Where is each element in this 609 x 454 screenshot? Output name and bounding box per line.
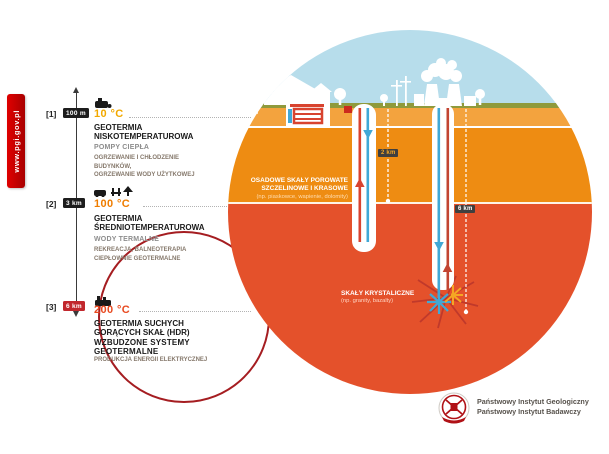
section-subtitle: POMPY CIEPŁA xyxy=(94,144,150,151)
section-subtitle: WZBUDZONE SYSTEMY GEOTERMALNE xyxy=(94,338,190,357)
power-plant-icon xyxy=(94,293,114,311)
sedimentary-layer xyxy=(228,128,592,204)
depth-badge: 100 m xyxy=(63,108,89,118)
rail-arrow-down-icon xyxy=(73,311,79,317)
detail-line: OGRZEWANIE I CHŁODZENIE BUDYNKÓW, xyxy=(94,155,180,170)
leader-line-2 xyxy=(143,206,227,207)
detail-line: REKREACJA, BALNEOTERAPIA xyxy=(94,247,187,253)
institute-name-line1: Państwowy Instytut Geologiczny xyxy=(477,397,589,406)
down-arrow-icon xyxy=(363,130,373,139)
sedimentary-rocks-label: OSADOWE SKAŁY POROWATE SZCZELINOWE I KRA… xyxy=(250,177,348,200)
section-details: PRODUKCJA ENERGII ELEKTRYCZNEJ xyxy=(94,356,214,365)
shallow-layer xyxy=(228,108,592,126)
surface-depth-badge: 100 m xyxy=(234,106,259,114)
website-url: www.pgi.gov.pl xyxy=(11,109,21,173)
heat-pump-collector xyxy=(286,102,330,128)
detail-line: PRODUKCJA ENERGII ELEKTRYCZNEJ xyxy=(94,357,208,363)
institute-name-line2: Państwowy Instytut Badawczy xyxy=(477,406,581,416)
detail-line: CIEPŁOWNIE GEOTERMALNE xyxy=(94,255,181,262)
borehole-6km xyxy=(432,104,454,298)
section-title: GEOTERMIA ŚREDNIOTEMPERATUROWA xyxy=(94,214,205,233)
deep-borehole-depth-badge: 6 km xyxy=(455,205,476,213)
house-icon xyxy=(258,75,332,105)
heat-pump-icon xyxy=(94,96,112,114)
wellhead-icon xyxy=(344,106,352,113)
section-subtitle: WODY TERMALNE xyxy=(94,236,160,243)
section-details: OGRZEWANIE I CHŁODZENIE BUDYNKÓW, OGRZEW… xyxy=(94,154,214,180)
temperature-label: 10 °C xyxy=(94,108,124,120)
temperature-label: 100 °C xyxy=(94,198,131,210)
section-index: [1] xyxy=(46,109,57,119)
cold-water-burst xyxy=(427,290,451,314)
depth-badge: 6 km xyxy=(63,301,86,311)
depth-badge: 3 km xyxy=(63,198,86,208)
thermal-spa-icons xyxy=(94,184,138,202)
power-plant-silhouette xyxy=(391,58,476,106)
crystalline-rocks-label: SKAŁY KRYSTALICZNE (np. granity, bazalty… xyxy=(341,290,415,305)
leader-line-1 xyxy=(129,117,251,118)
up-arrow-icon xyxy=(442,263,453,272)
section-details: REKREACJA, BALNEOTERAPIA CIEPŁOWNIE GEOT… xyxy=(94,246,214,263)
up-arrow-icon xyxy=(355,178,365,187)
detail-line: OGRZEWANIE WODY UŻYTKOWEJ xyxy=(94,172,195,179)
rail-arrow-up-icon xyxy=(73,87,79,93)
tree-icons xyxy=(334,88,485,106)
leader-line-3 xyxy=(139,311,251,312)
website-banner[interactable]: www.pgi.gov.pl xyxy=(7,94,25,188)
institute-seal-logo xyxy=(436,391,472,427)
cross-section-graphic xyxy=(228,30,592,394)
hot-water-burst xyxy=(444,285,463,305)
section-title: GEOTERMIA NISKOTEMPERATUROWA xyxy=(94,123,194,142)
section-index: [3] xyxy=(46,302,57,312)
crystalline-layer xyxy=(228,204,592,394)
mid-borehole-depth-badge: 2 km xyxy=(378,149,399,157)
topsoil-layer xyxy=(228,103,592,108)
section-title: GEOTERMIA SUCHYCH GORĄCYCH SKAŁ (HDR) xyxy=(94,319,190,338)
institute-name: Państwowy Instytut Geologiczny Państwowy… xyxy=(477,397,589,416)
earth-cross-section: 100 m 2 km 6 km OSADOWE SKAŁY POROWATE S… xyxy=(228,30,592,394)
section-index: [2] xyxy=(46,199,57,209)
temperature-label: 200 °C xyxy=(94,304,131,316)
borehole-2km xyxy=(352,104,376,252)
down-arrow-icon xyxy=(434,242,444,251)
